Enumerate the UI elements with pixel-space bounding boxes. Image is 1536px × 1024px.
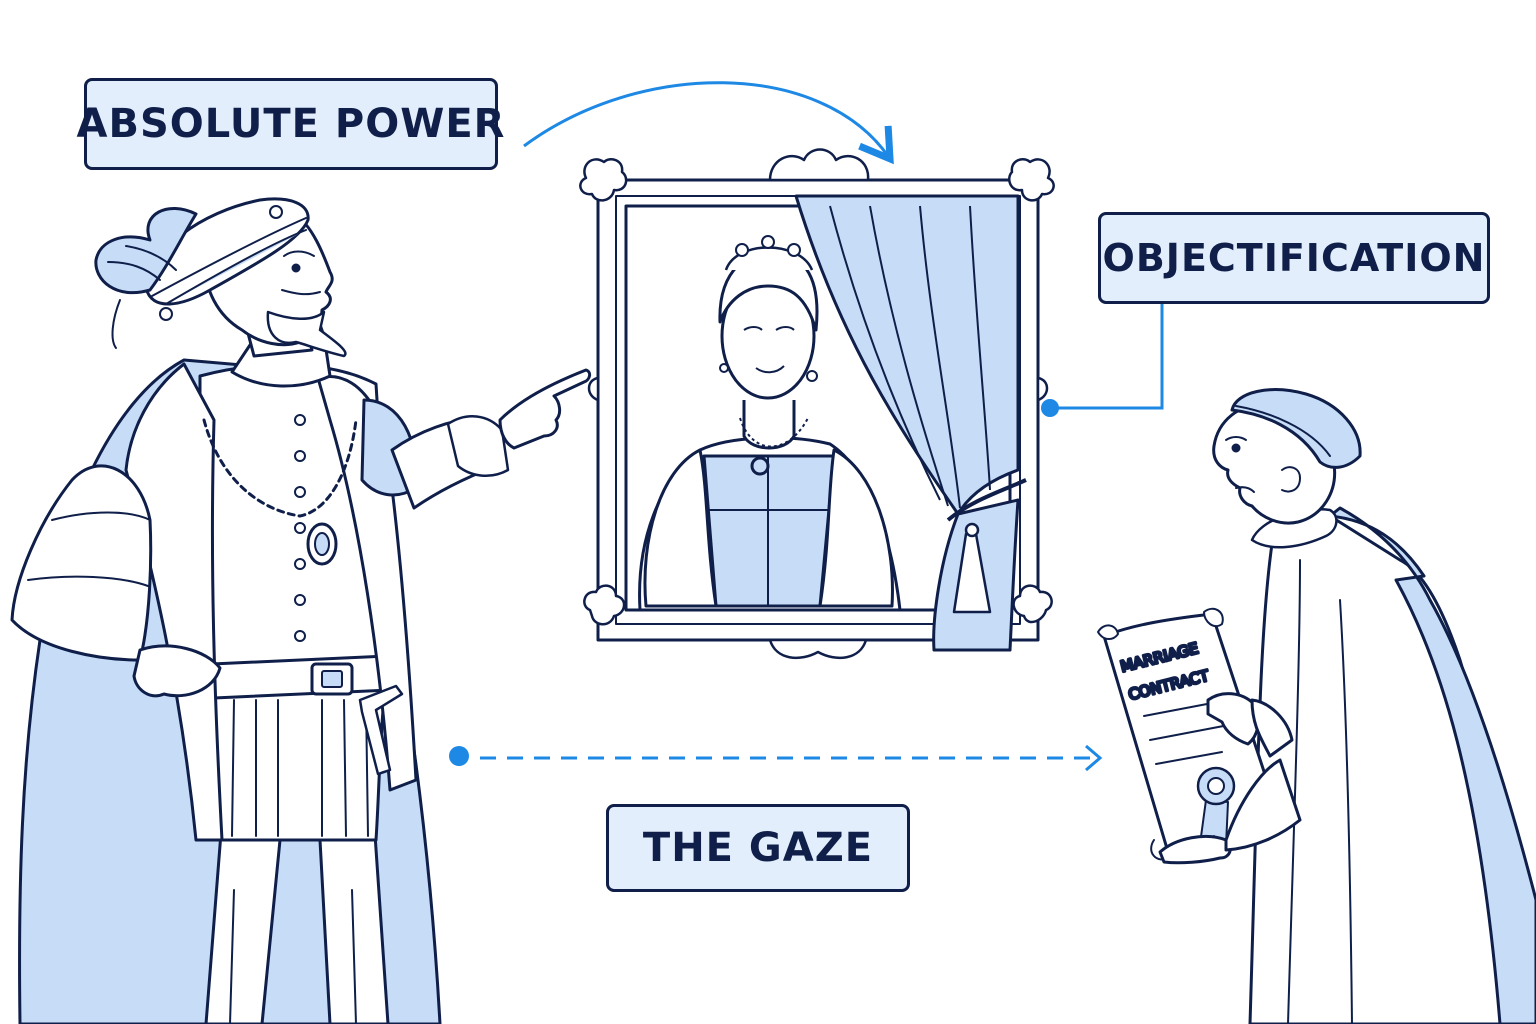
envoy-hand-upper [1206, 692, 1260, 746]
envoy-figure: MARRIAGE CONTRACT [1097, 388, 1536, 1024]
lady-sleeve-right [818, 448, 894, 608]
king-fur-trim-left [124, 362, 224, 842]
royal-chain [202, 418, 358, 518]
king-figure [10, 197, 592, 1024]
objectification-connector [1041, 304, 1164, 417]
king-left-hand [132, 644, 222, 698]
envoy-sleeve [1224, 758, 1302, 852]
king-belt [210, 654, 392, 700]
wax-seal [1196, 766, 1236, 847]
king-left-sleeve [10, 464, 153, 662]
portrait-lady [638, 235, 902, 612]
the-gaze-label: THE GAZE [606, 804, 910, 892]
gaze-dashed-arrow [449, 744, 1103, 772]
doublet-buttons [294, 414, 306, 642]
king-cuff [446, 415, 510, 478]
envoy-cap [1230, 388, 1362, 469]
objectification-label: OBJECTIFICATION [1098, 212, 1490, 304]
king-sword [358, 684, 404, 776]
king-pointing-hand [498, 368, 592, 450]
absolute-power-label: ABSOLUTE POWER [77, 78, 504, 170]
envoy-hand-lower [1158, 834, 1232, 865]
portrait-curtain [794, 194, 1027, 652]
lady-sleeve-left [643, 448, 718, 608]
power-to-portrait-arrow [523, 81, 894, 165]
frame-ornaments [579, 148, 1055, 660]
framed-portrait [579, 148, 1055, 660]
king-beard [266, 310, 347, 358]
